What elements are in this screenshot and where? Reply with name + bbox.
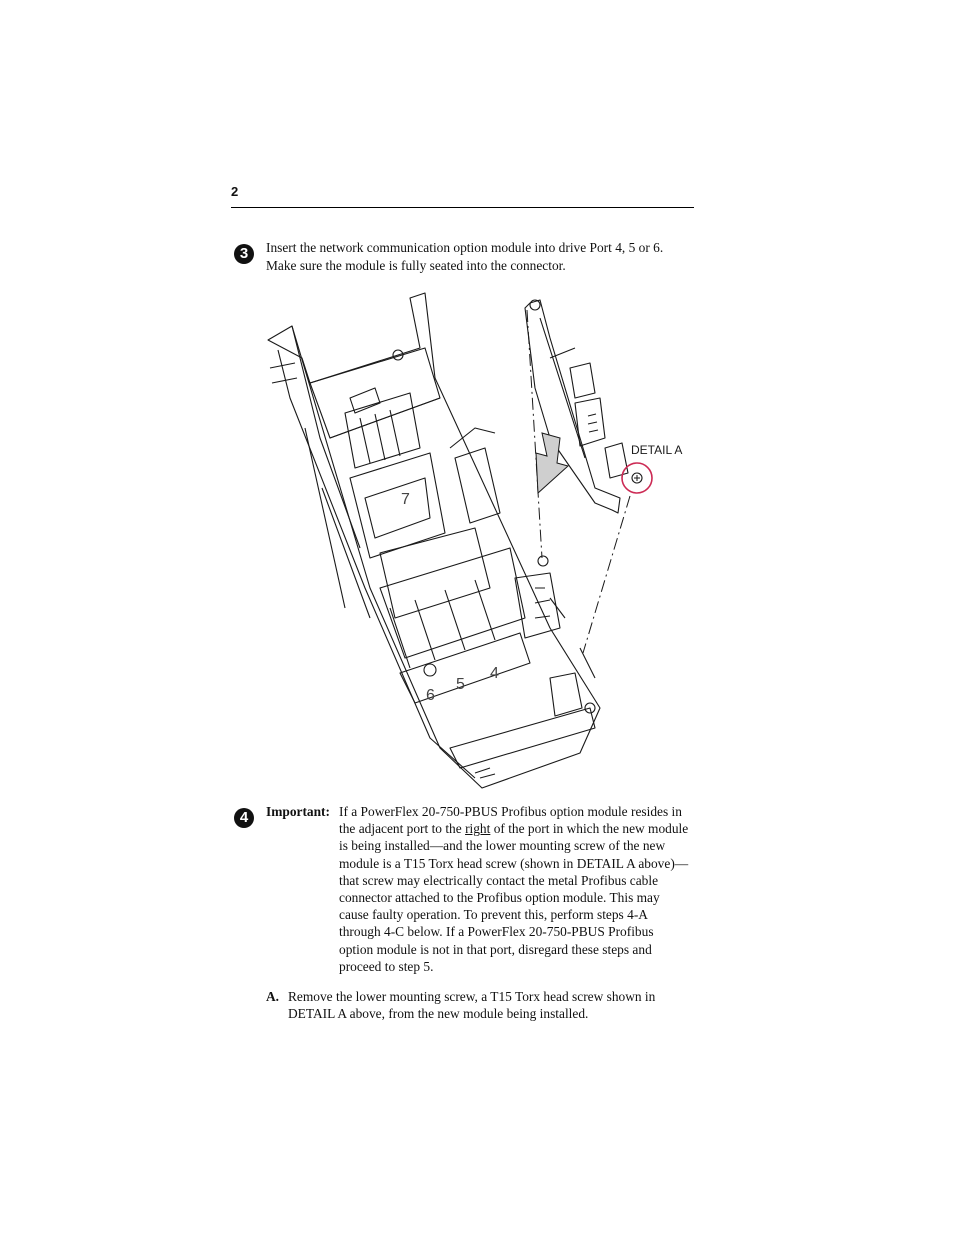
port-number-6: 6 (426, 687, 435, 704)
step-4-badge: 4 (234, 808, 254, 828)
substep-a-text: Remove the lower mounting screw, a T15 T… (288, 989, 656, 1022)
port-number-5: 5 (456, 676, 465, 693)
down-arrow-icon (535, 432, 570, 495)
page-number: 2 (231, 184, 239, 199)
screw-icon (631, 472, 643, 484)
detail-circle-icon (621, 462, 653, 494)
important-label: Important: (266, 804, 330, 819)
header-rule (231, 207, 694, 208)
substep-a-letter: A. (266, 989, 280, 1004)
alignment-line-upper (526, 309, 543, 559)
step-3-line-2: Make sure the module is fully seated int… (266, 257, 566, 273)
chassis-frame (267, 292, 601, 789)
important-body-before: If a PowerFlex 20-750-PBUS Profibus opti… (339, 804, 682, 837)
port-number-4: 4 (490, 665, 499, 682)
alignment-line-lower (582, 495, 631, 654)
important-body: If a PowerFlex 20-750-PBUS Profibus opti… (339, 803, 691, 975)
step-3-line-1: Insert the network communication option … (266, 240, 664, 255)
step-3-text: Insert the network communication option … (266, 239, 696, 274)
port-number-7: 7 (401, 491, 410, 508)
drive-port-illustration: DETAIL A 7 6 5 4 (267, 292, 682, 789)
option-module-board (524, 299, 621, 514)
detail-a-label: DETAIL A (631, 443, 682, 457)
important-body-underlined: right (465, 821, 491, 837)
step-3-badge: 3 (234, 244, 254, 264)
important-body-after: of the port in which the new module is b… (339, 821, 689, 974)
